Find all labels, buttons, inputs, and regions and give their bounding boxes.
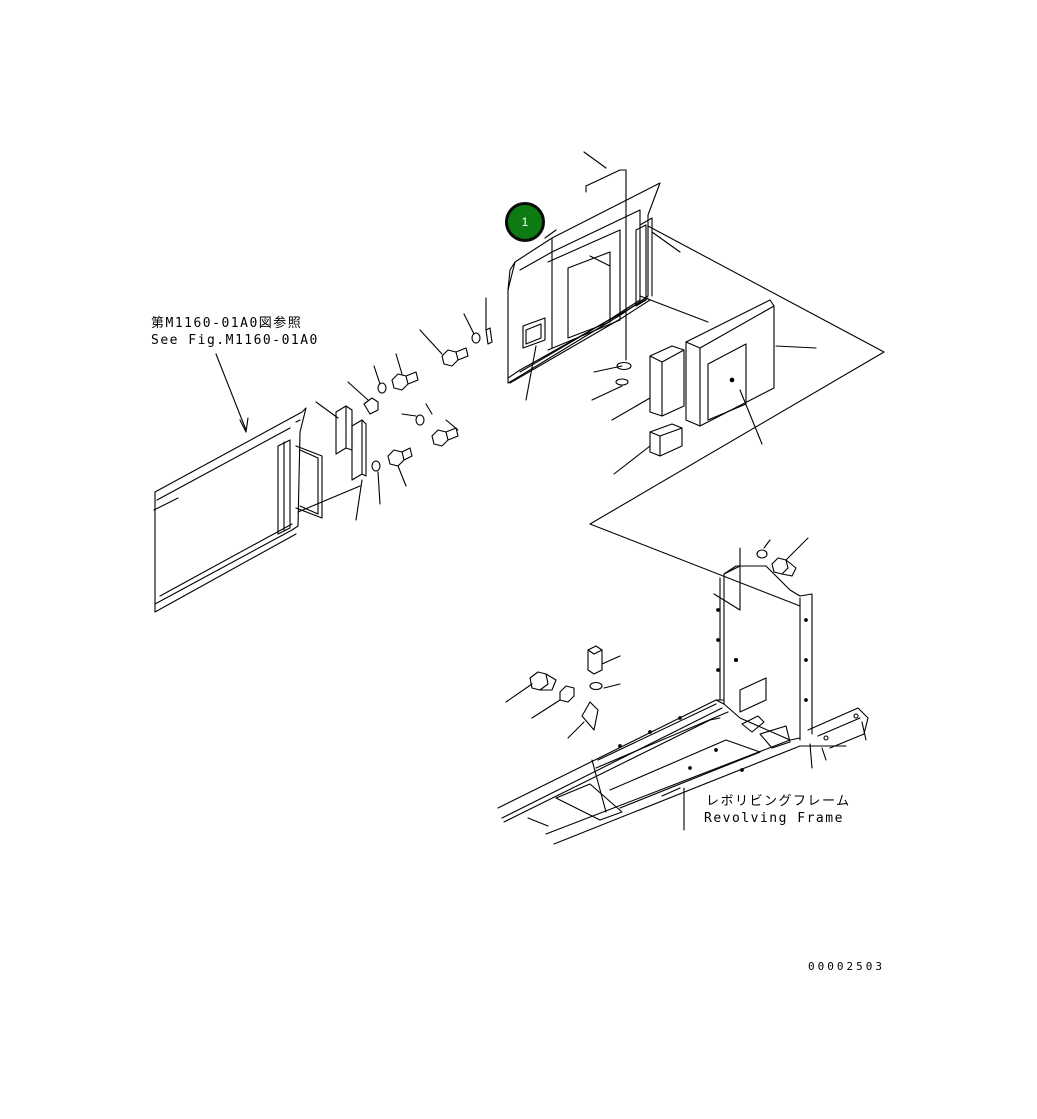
reference-label-jp: 第M1160-01A0図参照 [151, 316, 303, 331]
assembly-outline [589, 225, 885, 607]
washer [615, 378, 629, 386]
washer [616, 361, 632, 371]
insulation-pad-small [649, 345, 685, 417]
revolving-frame-label-en: Revolving Frame [704, 811, 844, 826]
reference-label-en: See Fig.M1160-01A0 [151, 333, 319, 348]
insulation-block [649, 423, 683, 457]
bolt-frame-horizontal [505, 671, 557, 703]
callout-marker-1[interactable]: 1 [505, 202, 545, 242]
bolt-panel [419, 297, 493, 367]
cover-panel [507, 182, 661, 384]
bolt-frame-top [771, 537, 809, 577]
revolving-frame-label-jp: レボリビングフレーム [706, 794, 851, 809]
washer [377, 382, 387, 394]
revolving-frame [497, 547, 869, 845]
bolt-frame-vertical [587, 645, 621, 675]
reference-arrow [215, 353, 247, 431]
bolt-left-top [391, 353, 419, 391]
washer [589, 681, 603, 691]
side-cover-left [154, 407, 323, 613]
bracket-left [315, 401, 353, 455]
document-id: 00002503 [808, 960, 885, 973]
insulation-pad-large [685, 299, 775, 427]
nut [531, 685, 575, 719]
rod [583, 151, 627, 361]
bracket-frame [567, 701, 599, 739]
washer [756, 549, 768, 559]
bolt-left-mid [431, 419, 459, 447]
leader-lines-upper [525, 229, 817, 475]
bracket-right [351, 419, 367, 521]
bolt-left-low [387, 447, 413, 487]
clip [347, 381, 379, 415]
